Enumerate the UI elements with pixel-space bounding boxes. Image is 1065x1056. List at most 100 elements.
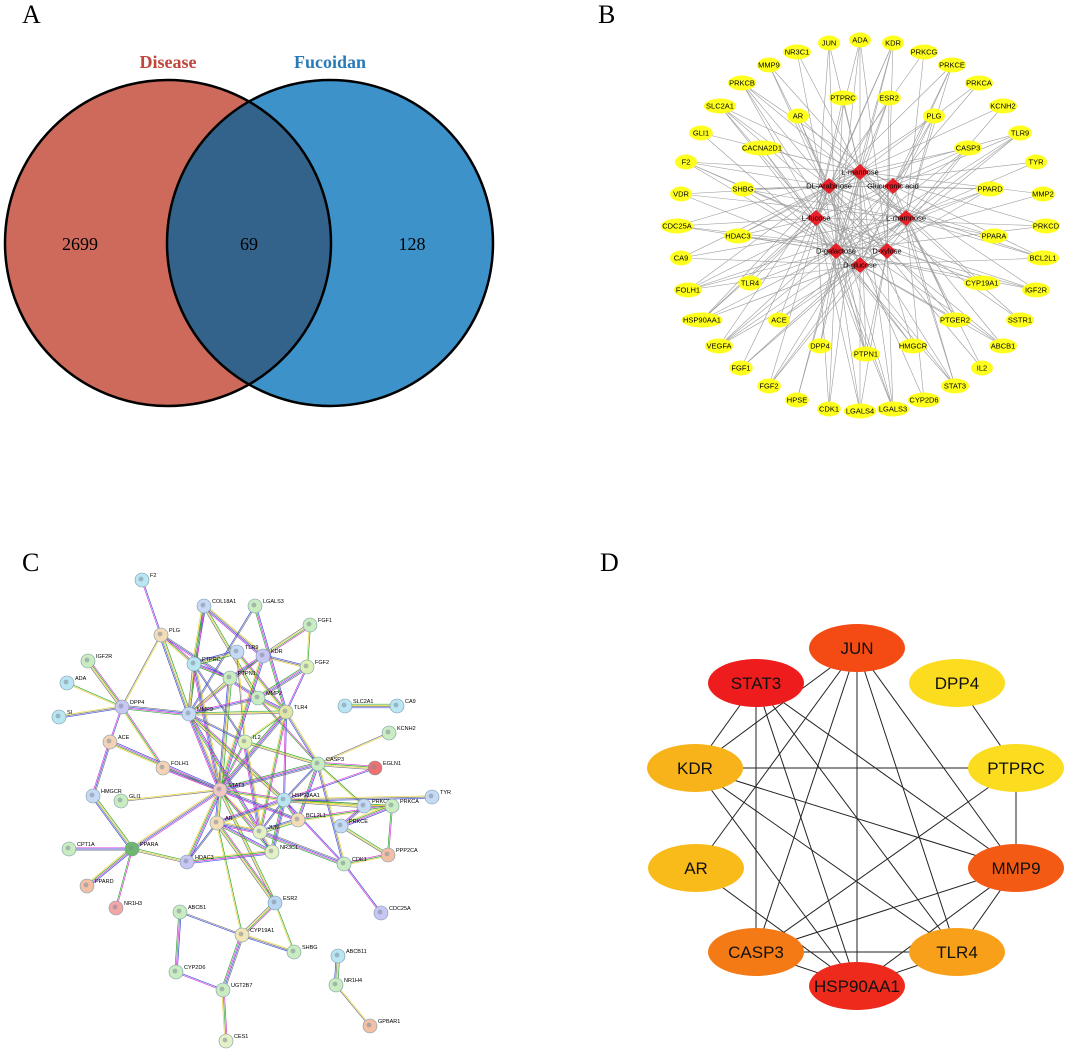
protein-label-mmp9: MMP9 xyxy=(197,707,213,713)
network-b-edge xyxy=(815,217,861,412)
network-c-edge xyxy=(220,656,264,791)
network-c-edge xyxy=(185,789,219,862)
protein-node-ace: ACE xyxy=(102,734,130,750)
network-c-edge xyxy=(318,733,390,765)
protein-label-folh1: FOLH1 xyxy=(171,761,189,767)
network-c-edge xyxy=(274,903,294,953)
network-b-edge xyxy=(905,217,1044,259)
network-c-edge xyxy=(219,789,285,801)
network-c-edge xyxy=(86,848,132,886)
network-c-edge xyxy=(194,663,221,790)
hub-node-dpp4 xyxy=(909,659,1005,707)
target-label-cyp19a1: CYP19A1 xyxy=(966,279,999,288)
network-c-edge xyxy=(215,823,274,905)
protein-structure-glyph xyxy=(303,663,309,669)
protein-label-il2: IL2 xyxy=(253,735,261,741)
network-c-edge xyxy=(186,851,272,862)
protein-node-kcnh2: KCNH2 xyxy=(381,725,416,741)
network-c-edge xyxy=(219,711,286,790)
network-b-edge xyxy=(680,185,830,259)
network-b-edge xyxy=(687,185,830,291)
protein-node-kdr: KDR xyxy=(255,648,283,664)
network-b-edge xyxy=(718,185,894,347)
protein-structure-glyph xyxy=(271,899,277,905)
target-node-lgals3 xyxy=(876,401,910,417)
protein-node-ppp2ca: PPP2CA xyxy=(380,847,418,863)
network-c-edge xyxy=(176,912,182,973)
network-c-edge xyxy=(87,850,134,888)
protein-label-hmgcr: HMGCR xyxy=(101,789,122,795)
protein-structure-glyph xyxy=(226,674,232,680)
protein-label-ppard: PPARD xyxy=(95,879,114,885)
network-c-edge xyxy=(93,795,133,849)
target-label-sstr1: SSTR1 xyxy=(1008,316,1032,325)
panel-label-b: B xyxy=(598,0,616,29)
network-c-edge xyxy=(94,794,134,849)
protein-node-ar: AR xyxy=(209,815,233,831)
network-c-edge xyxy=(284,797,433,802)
network-b-edge xyxy=(835,225,1047,252)
network-b-edge xyxy=(859,171,914,347)
protein-node-f2: F2 xyxy=(134,572,156,588)
protein-node-lgals3: LGALS3 xyxy=(247,598,284,614)
protein-node-cdc25a: CDC25A xyxy=(373,905,411,921)
hub-node-hsp90aa1 xyxy=(809,962,905,1010)
network-c-edge xyxy=(194,652,238,665)
protein-node-gpbar1: GPBAR1 xyxy=(362,1018,400,1034)
compound-node-d-galactose xyxy=(827,243,845,259)
network-c-edge xyxy=(188,677,230,714)
network-c-edge xyxy=(275,902,295,952)
target-node-tyr xyxy=(1025,154,1047,170)
hub-node-mmp9 xyxy=(968,844,1064,892)
network-b-edge xyxy=(819,171,861,347)
target-node-shbg xyxy=(731,181,755,197)
network-c-edge xyxy=(85,847,132,885)
network-c-edge xyxy=(343,853,388,864)
network-c-edge xyxy=(122,706,165,768)
network-c-edge xyxy=(189,713,246,742)
target-label-mmp9: MMP9 xyxy=(758,61,780,70)
network-b-edge xyxy=(828,185,1021,321)
protein-label-hsp90aa1: HSP90AA1 xyxy=(292,793,320,799)
protein-label-cyp2d6: CYP2D6 xyxy=(184,965,205,971)
network-b-edge xyxy=(737,235,888,252)
network-c-edge xyxy=(240,901,274,934)
protein-structure-glyph xyxy=(106,738,112,744)
network-b-edge xyxy=(859,257,1044,266)
network-c-edge xyxy=(186,789,220,862)
network-b-edge xyxy=(768,64,861,266)
target-node-lgals4 xyxy=(843,403,877,419)
network-c-edge xyxy=(121,706,164,769)
protein-label-si: SI xyxy=(67,710,73,716)
network-b-edge xyxy=(737,171,861,237)
network-c-edge xyxy=(219,790,272,853)
network-c-edge xyxy=(88,660,123,707)
network-c-edge xyxy=(224,935,245,991)
network-c-edge xyxy=(257,666,307,698)
protein-label-prkce: PRKCE xyxy=(349,819,368,825)
target-node-il2 xyxy=(971,360,993,376)
network-c-edge xyxy=(237,651,246,742)
protein-node-hdac3: HDAC3 xyxy=(179,854,214,870)
protein-structure-glyph xyxy=(157,631,163,637)
hub-label-tlr4: TLR4 xyxy=(936,943,978,962)
network-b-edge xyxy=(701,250,837,321)
network-b-edge xyxy=(676,225,888,252)
protein-structure-glyph xyxy=(84,657,90,663)
network-c-edge xyxy=(180,911,243,935)
network-c-edge xyxy=(189,713,262,832)
network-c-edge xyxy=(284,712,318,765)
protein-structure-glyph xyxy=(185,710,191,716)
target-node-cacna2d1 xyxy=(741,140,783,156)
network-b-edge xyxy=(859,171,1044,195)
protein-structure-glyph xyxy=(233,648,239,654)
panel-label-a: A xyxy=(22,0,41,29)
protein-node-egln1: EGLN1 xyxy=(367,760,401,776)
compound-node-d-xylose xyxy=(878,243,896,259)
network-c-edge xyxy=(219,763,318,790)
network-c-edge xyxy=(237,651,288,712)
network-b-edge xyxy=(828,185,925,401)
protein-label-ace: ACE xyxy=(118,735,130,741)
network-c-edge xyxy=(204,604,265,655)
network-c-edge xyxy=(318,761,376,767)
